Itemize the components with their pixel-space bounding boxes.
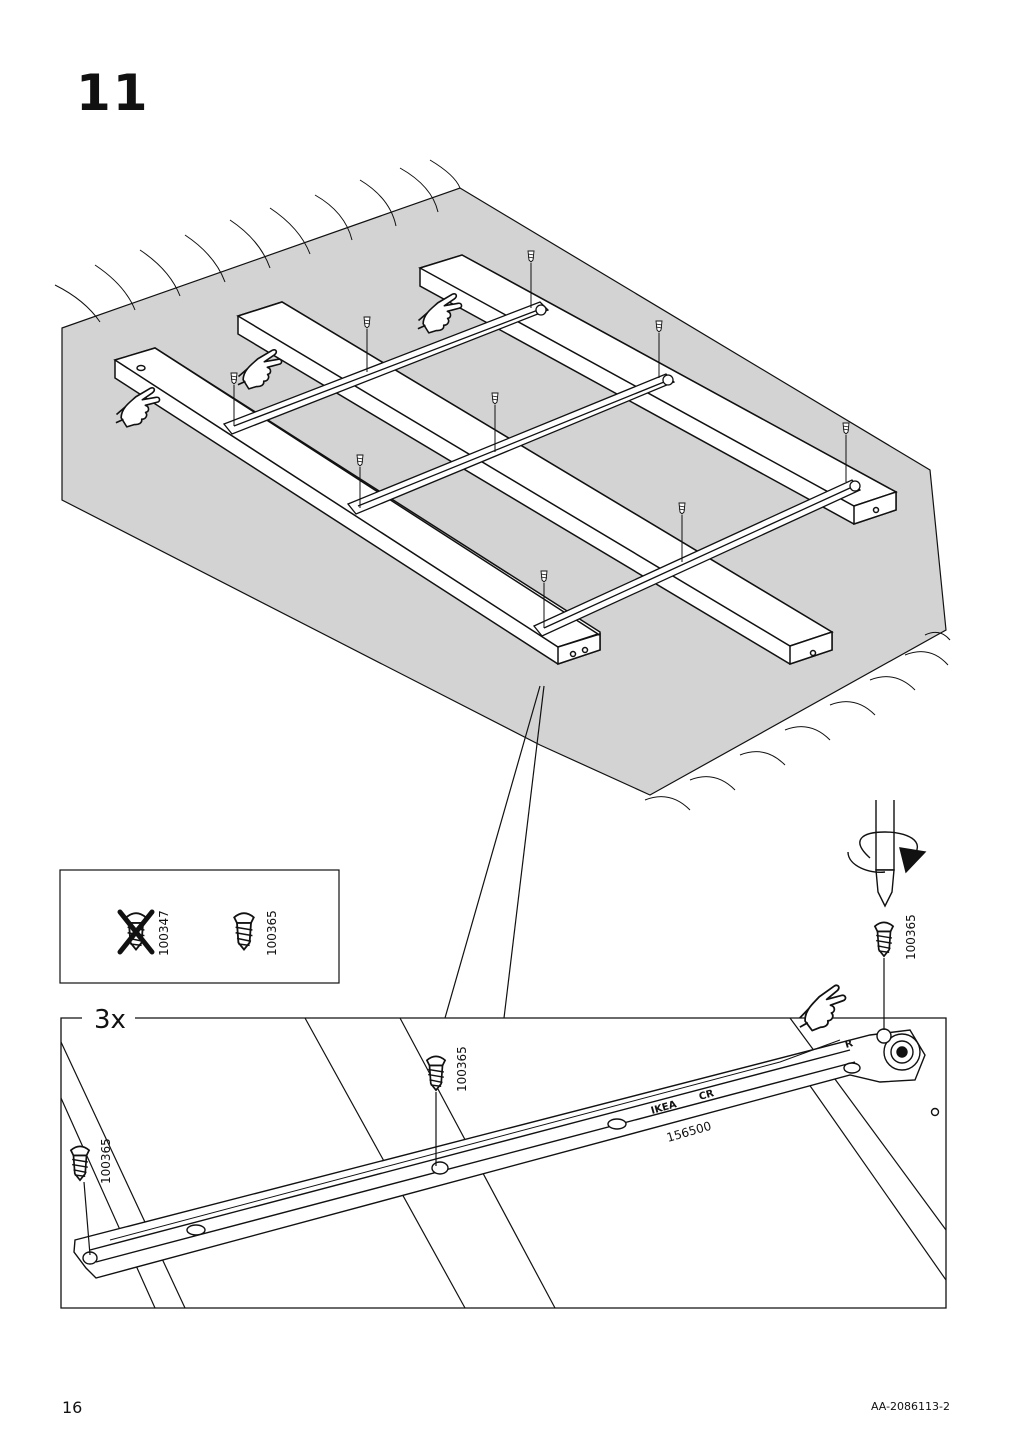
step-number: 11 [76,64,150,122]
hand-press-detail-icon [790,982,853,1035]
document-code: AA-2086113-2 [870,1400,950,1413]
quantity-label: 3x [94,1005,126,1035]
screwdriver-icon [847,800,927,908]
screw-comparison-box [59,869,340,984]
wrong-part-number: 100347 [157,910,171,956]
detail-frame [60,800,947,1309]
screw-markers [230,250,850,628]
rail-side-label: R [844,1038,855,1051]
wrong-screw-icon [117,909,155,955]
page-number: 16 [62,1398,83,1417]
tool-screw-part-number: 100365 [904,914,918,960]
left-screw-part-number: 100365 [99,1138,113,1184]
detail-callout-lines [444,685,545,1019]
middle-screw-part-number: 100365 [455,1046,469,1092]
right-part-number: 100365 [265,910,279,956]
drawer-rails [222,301,862,637]
rail-code: CR [698,1088,716,1103]
